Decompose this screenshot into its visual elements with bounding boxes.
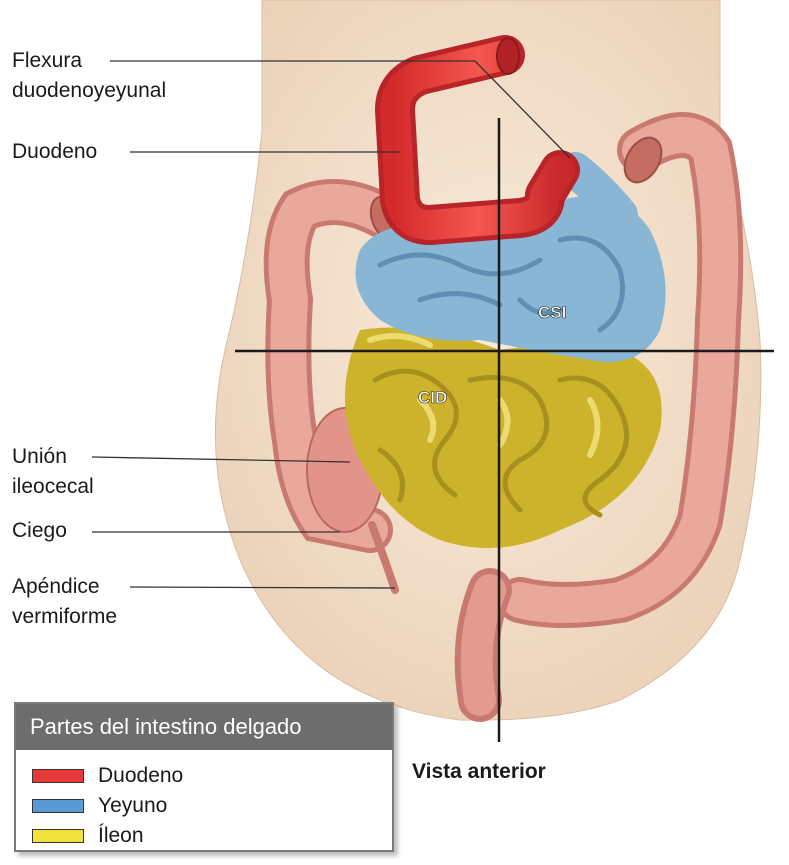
label-duodeno: Duodeno: [12, 136, 97, 167]
label-apendice-line1: Apéndice: [12, 571, 100, 602]
label-flexura-line2: duodenoyeyunal: [12, 75, 166, 106]
view-label: Vista anterior: [412, 760, 546, 784]
label-flexura-line1: Flexura: [12, 45, 82, 76]
legend-label-yeyuno: Yeyuno: [98, 794, 167, 818]
quadrant-cid-label: CID: [418, 388, 447, 407]
legend: Partes del intestino delgado Duodeno Yey…: [14, 702, 394, 852]
legend-label-duodeno: Duodeno: [98, 764, 183, 788]
label-union-line1: Unión: [12, 441, 67, 472]
legend-item-ileon: Íleon: [32, 822, 144, 850]
legend-title: Partes del intestino delgado: [16, 704, 392, 750]
label-apendice-line2: vermiforme: [12, 601, 117, 632]
legend-swatch-yeyuno: [32, 799, 84, 813]
legend-label-ileon: Íleon: [98, 824, 144, 848]
label-ciego: Ciego: [12, 515, 67, 546]
legend-swatch-duodeno: [32, 769, 84, 783]
quadrant-csi-label: CSI: [538, 303, 566, 322]
legend-item-yeyuno: Yeyuno: [32, 792, 167, 820]
legend-swatch-ileon: [32, 829, 84, 843]
label-union-line2: ileocecal: [12, 471, 94, 502]
legend-item-duodeno: Duodeno: [32, 762, 183, 790]
